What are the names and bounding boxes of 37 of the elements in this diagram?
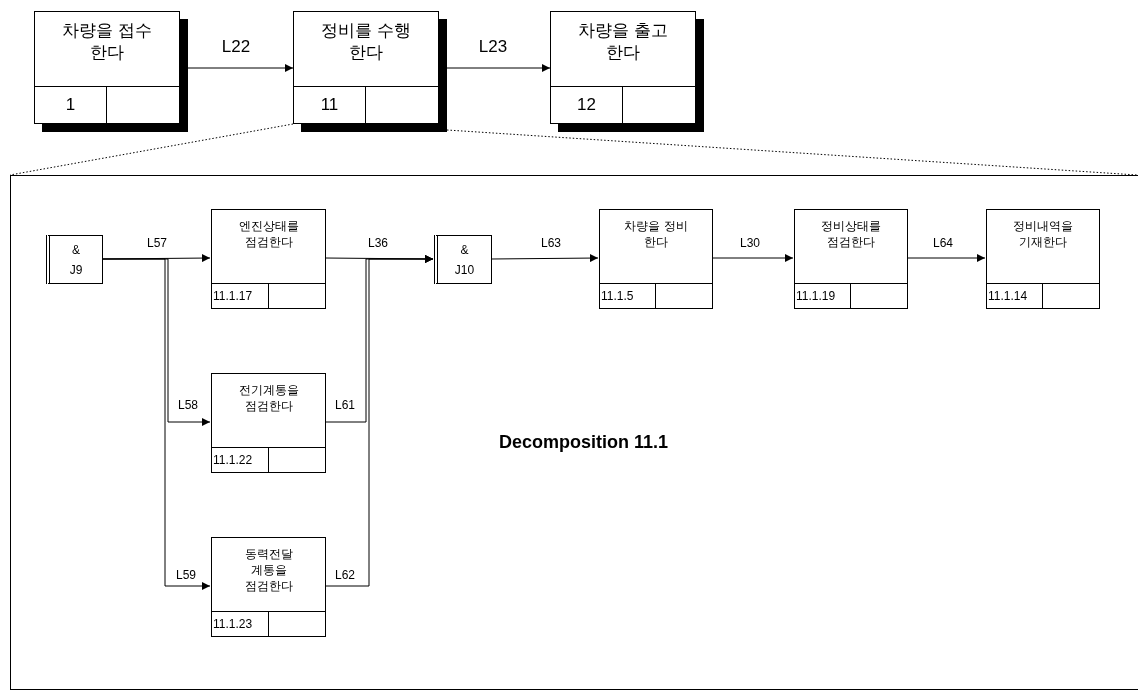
arrow bbox=[906, 254, 986, 262]
junction-box bbox=[46, 235, 103, 284]
process-box bbox=[794, 209, 908, 309]
process-name: 차량을 접수 한다 bbox=[61, 20, 153, 64]
process-box bbox=[986, 209, 1100, 309]
junction-box bbox=[434, 235, 492, 284]
process-number: 11.1.14 bbox=[988, 288, 1028, 305]
decomposition-title: Decomposition 11.1 bbox=[499, 431, 669, 454]
process-name: 동력전달 계통을 점검한다 bbox=[243, 546, 294, 594]
junction-type: & bbox=[460, 241, 469, 259]
junction-id: J9 bbox=[69, 261, 83, 279]
process-number: 1 bbox=[65, 94, 76, 117]
process-name: 엔진상태를 점검한다 bbox=[237, 218, 300, 250]
arrow bbox=[324, 255, 434, 587]
process-name: 정비상태를 점검한다 bbox=[820, 218, 882, 250]
connector-line bbox=[446, 129, 1138, 176]
arrow bbox=[711, 254, 794, 262]
process-number: 11.1.19 bbox=[796, 288, 836, 305]
process-name: 전기계통을 점검한다 bbox=[237, 382, 300, 414]
process-name: 차량을 정비 한다 bbox=[623, 218, 689, 250]
arrow bbox=[446, 64, 551, 72]
junction-id: J10 bbox=[454, 261, 475, 279]
process-name: 정비내역을 기재한다 bbox=[1012, 218, 1074, 250]
process-number: 11.1.22 bbox=[213, 452, 253, 469]
process-number: 11.1.17 bbox=[213, 288, 253, 305]
process-name: 차량을 출고 한다 bbox=[577, 20, 669, 64]
process-box bbox=[599, 209, 713, 309]
process-box bbox=[211, 209, 326, 309]
junction-type: & bbox=[72, 241, 80, 259]
process-box bbox=[211, 373, 326, 473]
process-number: 11.1.5 bbox=[601, 288, 634, 305]
process-number: 11.1.23 bbox=[213, 616, 253, 633]
process-number: 11 bbox=[320, 94, 339, 117]
decomposition-frame bbox=[10, 175, 1138, 690]
process-name: 정비를 수행 한다 bbox=[320, 20, 412, 64]
process-number: 12 bbox=[577, 94, 596, 117]
process-box bbox=[211, 537, 326, 637]
